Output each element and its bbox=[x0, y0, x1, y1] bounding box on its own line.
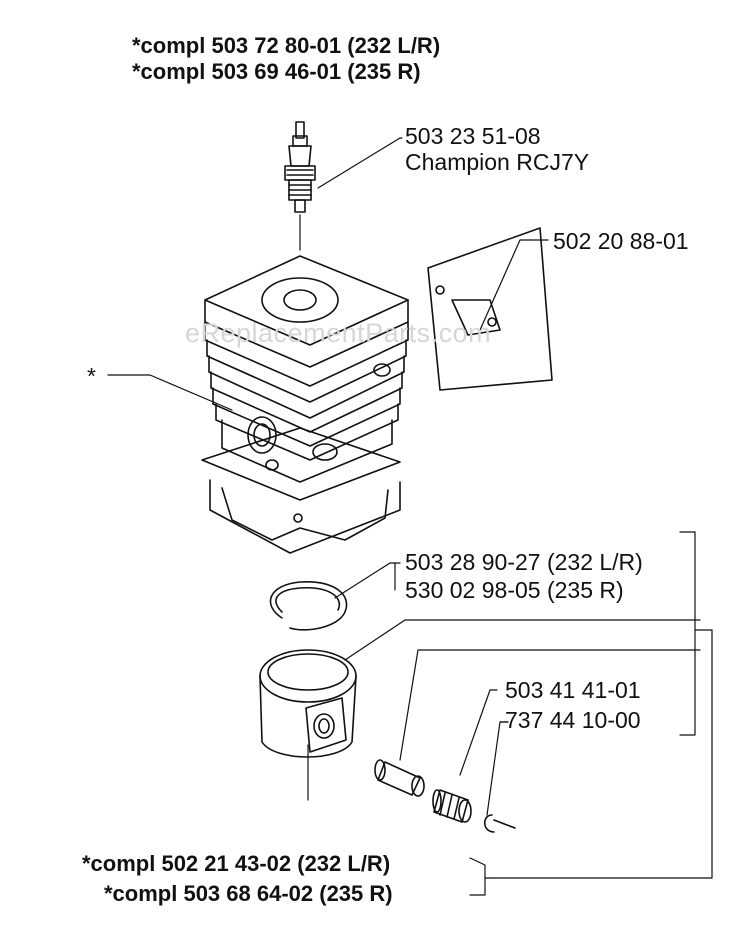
circlip-label: 737 44 10-00 bbox=[505, 707, 641, 733]
needle-bearing-drawing bbox=[432, 789, 472, 823]
leader-lines bbox=[107, 137, 713, 896]
piston-drawing bbox=[259, 649, 357, 758]
ring-label-232: 503 28 90-27 (232 L/R) bbox=[405, 549, 643, 575]
exhaust-gasket-drawing bbox=[427, 227, 553, 391]
spark-plug-name-label: Champion RCJ7Y bbox=[405, 149, 590, 175]
footer-line-2: *compl 503 68 64-02 (235 R) bbox=[104, 881, 393, 906]
watermark: eReplacementParts.com bbox=[185, 318, 492, 348]
ring-label-235: 530 02 98-05 (235 R) bbox=[405, 577, 624, 603]
cylinder-drawing bbox=[201, 255, 409, 554]
bearing-label: 503 41 41-01 bbox=[505, 677, 641, 703]
header-line-2: *compl 503 69 46-01 (235 R) bbox=[132, 59, 421, 84]
circlip-drawing bbox=[483, 814, 516, 833]
spark-plug-part-label: 503 23 51-08 bbox=[405, 123, 541, 149]
piston-pin-drawing bbox=[374, 759, 425, 797]
spark-plug-drawing bbox=[284, 121, 316, 213]
cylinder-asterisk-label: * bbox=[87, 363, 96, 389]
piston-ring-drawing bbox=[269, 581, 348, 631]
header-line-1: *compl 503 72 80-01 (232 L/R) bbox=[132, 33, 441, 58]
footer-line-1: *compl 502 21 43-02 (232 L/R) bbox=[82, 851, 391, 876]
gasket-label: 502 20 88-01 bbox=[553, 228, 689, 254]
